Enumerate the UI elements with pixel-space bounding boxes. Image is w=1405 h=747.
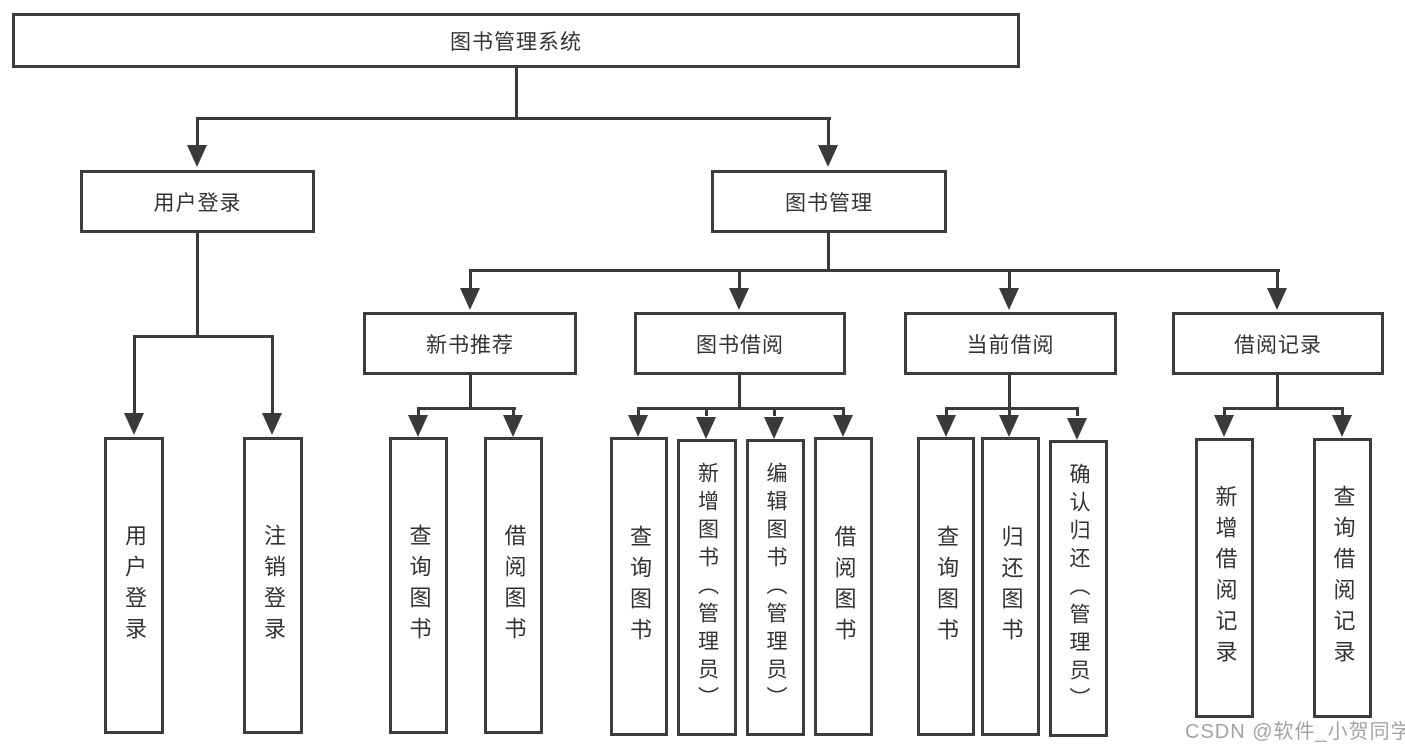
node-label: 注销登录	[261, 523, 286, 648]
arrow-down-icon	[729, 288, 749, 310]
leaf-return-books: 归还图书	[981, 437, 1040, 736]
connector-drop-leaf-user-login	[133, 335, 136, 415]
connector-drop-user-login	[196, 117, 199, 147]
leaf-logout: 注销登录	[243, 437, 303, 734]
node-label: 用户登录	[122, 523, 147, 648]
connector-current-borrow-stem	[1008, 375, 1011, 409]
node-current-borrow: 当前借阅	[904, 312, 1117, 375]
node-label: 借阅图书	[501, 523, 527, 648]
connector-drop-borrow-records	[1276, 269, 1279, 288]
leaf-borrow-books: 借阅图书	[484, 437, 543, 734]
connector-drop-book-borrow	[738, 269, 741, 288]
connector-drop	[1223, 407, 1226, 416]
connector-drop-current-borrow	[1008, 269, 1011, 288]
arrow-down-icon	[999, 415, 1019, 437]
leaf-add-books-admin: 新增图书（管理员）	[677, 439, 737, 736]
arrow-down-icon	[628, 415, 648, 437]
arrow-down-icon	[1214, 415, 1234, 437]
csdn-watermark: CSDN @软件_小贺同学	[1185, 721, 1405, 743]
arrow-down-icon	[1267, 288, 1287, 310]
arrow-down-icon	[460, 288, 480, 310]
node-label: 图书借阅	[696, 333, 784, 357]
connector-drop	[705, 407, 708, 416]
arrow-down-icon	[503, 415, 523, 437]
node-label: 图书管理	[785, 191, 873, 215]
node-label: 查询图书	[934, 524, 959, 649]
leaf-query-borrow-record: 查询借阅记录	[1313, 438, 1372, 718]
connector-drop	[945, 407, 948, 416]
connector-current-borrow-bar	[945, 407, 1079, 410]
root-node-library-system: 图书管理系统	[12, 13, 1020, 68]
leaf-query-books: 查询图书	[917, 437, 975, 736]
leaf-borrow-books: 借阅图书	[814, 437, 873, 736]
node-borrow-records: 借阅记录	[1172, 312, 1384, 375]
leaf-confirm-return-admin: 确认归还（管理员）	[1049, 440, 1108, 737]
node-label: 编辑图书（管理员）	[764, 461, 787, 714]
arrow-down-icon	[696, 417, 716, 439]
connector-drop	[773, 407, 776, 416]
node-label: 用户登录	[153, 191, 242, 215]
arrow-down-icon	[818, 145, 838, 167]
node-label: 借阅记录	[1234, 333, 1322, 357]
connector-drop	[417, 407, 420, 416]
node-new-book-recommend: 新书推荐	[363, 312, 577, 375]
node-book-management: 图书管理	[711, 170, 947, 233]
connector-l3-bar	[469, 269, 1280, 272]
leaf-edit-books-admin: 编辑图书（管理员）	[746, 439, 805, 736]
connector-drop-leaf-logout	[271, 335, 274, 415]
arrow-down-icon	[1067, 418, 1087, 440]
node-label: 新增借阅记录	[1212, 485, 1238, 671]
node-label: 新书推荐	[426, 333, 514, 357]
connector-drop	[1008, 407, 1011, 416]
connector-user-login-stem	[196, 233, 199, 338]
arrow-down-icon	[936, 415, 956, 437]
node-label: 确认归还（管理员）	[1067, 462, 1090, 715]
arrow-down-icon	[124, 413, 144, 435]
connector-drop-new-book	[469, 269, 472, 288]
connector-drop	[1341, 407, 1344, 416]
leaf-user-login: 用户登录	[104, 437, 164, 734]
arrow-down-icon	[999, 288, 1019, 310]
node-label: 图书管理系统	[450, 30, 582, 54]
node-book-borrow: 图书借阅	[634, 312, 846, 375]
leaf-query-books: 查询图书	[610, 437, 668, 736]
arrow-down-icon	[764, 417, 784, 439]
connector-book-borrow-stem	[738, 375, 741, 409]
connector-book-mgmt-stem	[827, 233, 830, 271]
connector-drop	[1076, 407, 1079, 416]
node-label: 借阅图书	[831, 524, 857, 649]
connector-root-stem	[515, 68, 518, 120]
arrow-down-icon	[262, 413, 282, 435]
connector-new-book-stem	[469, 375, 472, 409]
arrow-down-icon	[187, 145, 207, 167]
connector-drop	[637, 407, 640, 416]
node-label: 当前借阅	[966, 333, 1055, 357]
node-label: 新增图书（管理员）	[695, 461, 719, 714]
connector-book-borrow-bar	[637, 407, 845, 410]
connector-drop	[512, 407, 515, 416]
connector-borrow-records-bar	[1223, 407, 1344, 410]
arrow-down-icon	[1332, 415, 1352, 437]
node-label: 归还图书	[998, 524, 1024, 649]
node-user-login: 用户登录	[80, 170, 315, 233]
connector-drop	[842, 407, 845, 416]
connector-new-book-bar	[417, 407, 516, 410]
leaf-add-borrow-record: 新增借阅记录	[1195, 438, 1254, 718]
node-label: 查询图书	[627, 524, 652, 649]
connector-user-login-bar	[133, 335, 274, 338]
leaf-query-books: 查询图书	[389, 437, 448, 734]
connector-l2-bar	[196, 117, 831, 120]
arrow-down-icon	[408, 415, 428, 437]
node-label: 查询借阅记录	[1330, 485, 1356, 671]
connector-borrow-records-stem	[1276, 375, 1279, 409]
arrow-down-icon	[833, 415, 853, 437]
node-label: 查询图书	[406, 523, 432, 648]
connector-drop-book-mgmt	[827, 117, 830, 147]
